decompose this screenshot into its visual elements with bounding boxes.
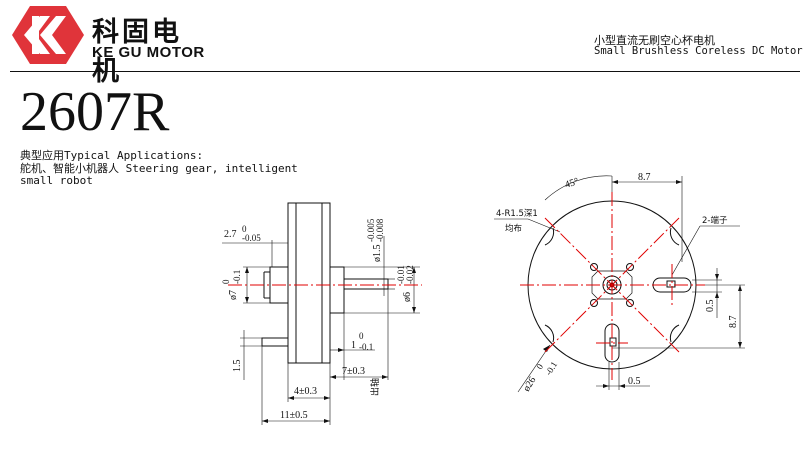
dim-hub-tol-top: 0 — [221, 279, 231, 284]
model-number: 2607R — [20, 81, 170, 143]
dim-dia-tol-bot: -0.1 — [543, 360, 559, 377]
side-view — [222, 202, 420, 425]
dim-flange: 2.7 — [224, 229, 237, 240]
mount-hole — [626, 263, 634, 271]
dim-top-offset: 8.7 — [638, 172, 651, 183]
dim-boss-dia: ø6 — [402, 292, 413, 302]
front-centerlines — [520, 192, 705, 380]
mount-hole — [590, 299, 598, 307]
dim-dia-tol-top: 0 — [534, 362, 545, 372]
applications-line2: small robot — [20, 174, 93, 187]
product-type-en: Small Brushless Coreless DC Motor — [594, 45, 803, 57]
motor-body — [287, 202, 331, 364]
applications-heading: 典型应用Typical Applications: — [20, 149, 204, 162]
holes-note: 均布 — [505, 223, 522, 234]
applications-line1: 舵机、智能小机器人 Steering gear, intelligent — [20, 161, 298, 175]
mount-hole — [626, 299, 634, 307]
dim-shaft-dia: ø1.5 — [372, 245, 383, 263]
dim-hub-tol-bot: -0.1 — [232, 270, 242, 284]
rear-hub — [269, 266, 289, 304]
dim-holes: 4-R1.5深1 — [496, 209, 538, 219]
dim-terminal: 2-端子 — [702, 215, 728, 226]
dim-pin-length: 1.5 — [232, 360, 243, 373]
dim-total-length: 11±0.5 — [280, 410, 308, 421]
front-boss — [329, 266, 345, 314]
edge-notch — [669, 324, 680, 343]
output-shaft — [343, 278, 389, 290]
rear-pin — [261, 337, 289, 347]
edge-notch — [544, 227, 555, 246]
dim-boss-tol-top: -0.01 — [396, 265, 406, 284]
dim-step-tol-top: 0 — [359, 331, 364, 341]
applications: 典型应用Typical Applications: 舵机、智能小机器人 Stee… — [20, 149, 340, 188]
logo-icon — [12, 6, 84, 64]
dim-flange-tol-bot: -0.05 — [242, 233, 261, 243]
edge-notch — [544, 324, 555, 343]
dim-right-large: 8.7 — [728, 316, 739, 329]
dim-step-tol-bot: -0.1 — [359, 342, 373, 352]
dim-bottom-gap: 0.5 — [628, 376, 641, 387]
dim-flange-tol-top: 0 — [242, 224, 247, 234]
edge-notch — [669, 227, 680, 246]
product-type-cn: 小型直流无刷空心杯电机 — [594, 34, 715, 47]
dim-angle: 45° — [564, 176, 581, 191]
dim-right-small: 0.5 — [705, 300, 716, 313]
dim-shaft-tol-bot: -0.008 — [375, 218, 385, 242]
dim-shaft-tol-top: -0.005 — [366, 218, 376, 242]
dim-diameter: ø26 — [521, 375, 538, 394]
dim-boss-tol-bot: -0.02 — [405, 265, 415, 284]
logo: 科固电机 KE GU MOTOR — [10, 4, 210, 87]
dim-body-length: 4±0.3 — [294, 386, 317, 397]
logo-english-name: KE GU MOTOR — [92, 44, 205, 61]
header-divider — [10, 71, 800, 72]
dim-step: 1 — [351, 340, 356, 351]
mount-hole — [590, 263, 598, 271]
out-shaft-label: 出轴 — [369, 378, 381, 396]
dim-hub-dia: ø7 — [228, 290, 239, 300]
dim-output-length: 7±0.3 — [342, 366, 365, 377]
